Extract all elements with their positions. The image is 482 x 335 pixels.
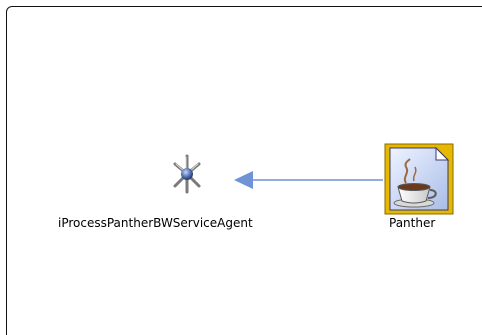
- service-agent-node[interactable]: iProcessPantherBWServiceAgent: [58, 152, 348, 234]
- panther-node[interactable]: Panther: [380, 143, 460, 235]
- panther-label: Panther: [389, 216, 436, 230]
- java-process-icon: [384, 143, 454, 215]
- service-agent-label: iProcessPantherBWServiceAgent: [58, 216, 253, 230]
- service-agent-icon: [173, 154, 201, 194]
